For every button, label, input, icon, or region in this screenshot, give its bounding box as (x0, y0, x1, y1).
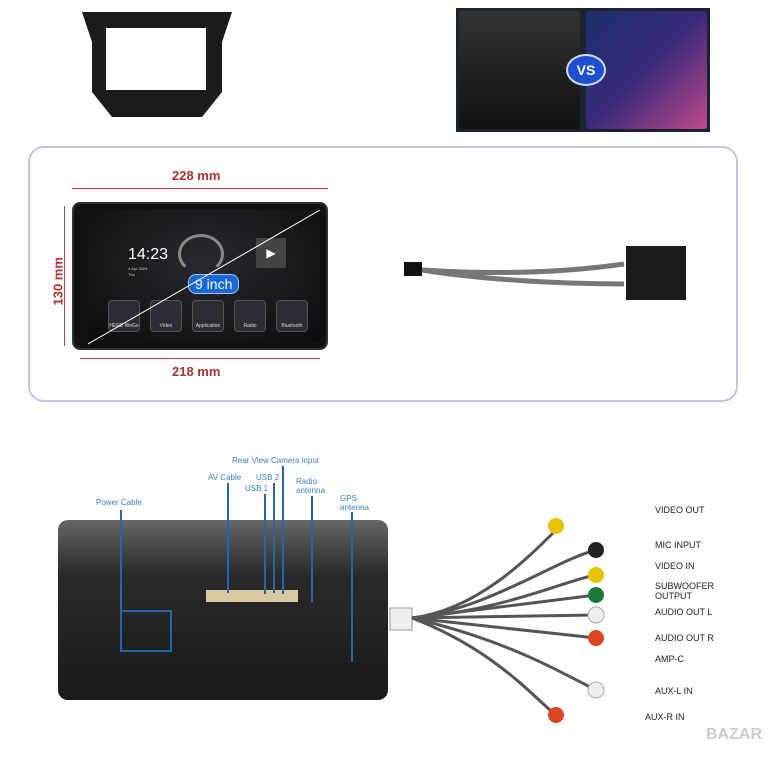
dim-line (72, 188, 328, 189)
dim-line (80, 358, 320, 359)
app-bluetooth: Bluetooth (276, 300, 308, 332)
label-power-cable: Power Cable (96, 498, 142, 507)
label-radio-antenna: Radio antenna (296, 477, 325, 495)
label-subwoofer-output: SUBWOOFER OUTPUT (655, 581, 715, 601)
power-connector (120, 610, 172, 652)
label-amp-c: AMP-C (655, 654, 684, 664)
label-aux-r-in: AUX-R IN (645, 712, 685, 722)
watermark-logo: BAZAR (706, 726, 762, 743)
pointer (120, 510, 122, 630)
dash-frame-image (82, 12, 232, 117)
label-audio-out-l: AUDIO OUT L (655, 607, 713, 617)
pointer (227, 483, 229, 593)
pointer (311, 496, 313, 602)
day: Thu (128, 272, 135, 277)
label-usb1: USB 1 (245, 484, 269, 493)
app-application: Application (192, 300, 224, 332)
head-unit-rear-image (58, 520, 388, 700)
pointer (264, 494, 266, 594)
dimension-panel (28, 146, 738, 402)
date: 4 Apr 2024 (128, 266, 148, 271)
diagonal-line (88, 210, 321, 345)
label-gps-antenna: GPS antenna (340, 494, 369, 512)
pointer (282, 466, 284, 594)
connectors (206, 590, 298, 602)
app-here-wego: HERE WeGo (108, 300, 140, 332)
label-aux-l-in: AUX-L IN (655, 686, 693, 696)
dim-line (64, 206, 65, 346)
width-top-label: 228 mm (172, 168, 221, 183)
rca-cable-image (389, 518, 605, 723)
label-usb2: USB 2 (256, 473, 280, 482)
play-icon: ▶ (256, 238, 286, 268)
label-audio-out-r: AUDIO OUT R (655, 633, 714, 643)
clock: 14:23 (128, 246, 169, 263)
label-av-cable: AV Cable (208, 473, 242, 482)
width-bottom-label: 218 mm (172, 364, 221, 379)
label-video-in: VIDEO IN (655, 561, 695, 571)
label-video-out: VIDEO OUT (655, 505, 705, 515)
comparison-image (456, 8, 710, 132)
pointer (351, 512, 353, 662)
vs-badge: VS (566, 54, 606, 86)
label-rear-camera: Rear View Camera input (232, 456, 320, 465)
harness-image (404, 246, 686, 300)
pointer (273, 483, 275, 593)
app-radio: Radio (234, 300, 266, 332)
head-unit-screen: 14:23 4 Apr 2024 Thu ▶ 9 inch HERE WeGo … (72, 202, 328, 350)
speedometer-icon (178, 234, 224, 274)
label-mic-input: MIC INPUT (655, 540, 701, 550)
